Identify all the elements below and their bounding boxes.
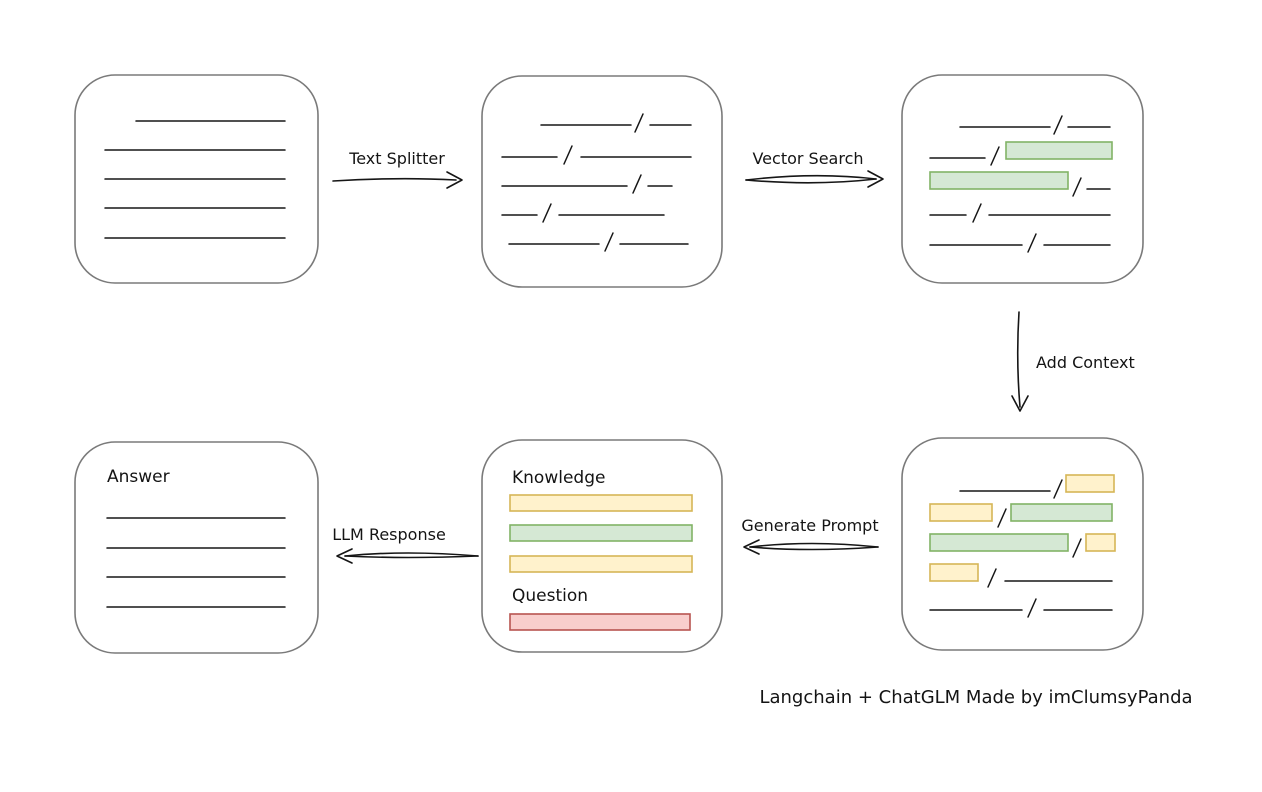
vector-search-label: Vector Search xyxy=(752,149,863,168)
document-text-lines xyxy=(104,120,286,239)
add-context-label: Add Context xyxy=(1036,353,1135,372)
text-splitter-arrow: Text Splitter xyxy=(332,149,463,189)
matched-chunks-text-lines xyxy=(929,115,1111,253)
chunks-box xyxy=(481,75,723,288)
question-label: Question xyxy=(512,586,588,606)
arrowhead-left-icon xyxy=(336,548,353,564)
yellow-highlight-bar xyxy=(1065,474,1115,493)
prompt-box: Knowledge Question xyxy=(481,439,723,653)
diagram-caption: Langchain + ChatGLM Made by imClumsyPand… xyxy=(759,687,1192,708)
answer-text-lines xyxy=(106,517,286,608)
green-highlight-bar xyxy=(929,171,1069,190)
context-text-lines xyxy=(929,479,1113,618)
arrowhead-right-icon xyxy=(446,171,463,189)
context-box xyxy=(901,437,1144,651)
arrowhead-right-icon xyxy=(867,170,884,188)
arrowhead-left-icon xyxy=(743,539,760,555)
yellow-knowledge-bar xyxy=(509,555,693,573)
generate-prompt-arrow: Generate Prompt xyxy=(741,516,879,555)
arrowhead-down-icon xyxy=(1011,395,1029,412)
yellow-highlight-bar xyxy=(929,503,993,522)
green-highlight-bar xyxy=(1010,503,1113,522)
text-splitter-label: Text Splitter xyxy=(348,149,445,168)
answer-box: Answer xyxy=(74,441,319,654)
chunks-text-lines xyxy=(501,113,692,252)
llm-response-arrow: LLM Response xyxy=(332,525,479,564)
red-question-bar xyxy=(509,613,691,631)
green-knowledge-bar xyxy=(509,524,693,542)
yellow-highlight-bar xyxy=(1085,533,1116,552)
yellow-highlight-bar xyxy=(929,563,979,582)
prompt-box-outline xyxy=(481,439,723,653)
add-context-arrow: Add Context xyxy=(1011,311,1135,412)
vector-search-arrow: Vector Search xyxy=(745,149,884,188)
green-highlight-bar xyxy=(929,533,1069,552)
matched-chunks-box xyxy=(901,74,1144,284)
llm-response-label: LLM Response xyxy=(332,525,446,544)
yellow-knowledge-bar xyxy=(509,494,693,512)
green-highlight-bar xyxy=(1005,141,1113,160)
chunks-box-outline xyxy=(481,75,723,288)
generate-prompt-label: Generate Prompt xyxy=(741,516,878,535)
document-box xyxy=(74,74,319,284)
knowledge-label: Knowledge xyxy=(512,468,605,488)
answer-label: Answer xyxy=(107,467,170,487)
